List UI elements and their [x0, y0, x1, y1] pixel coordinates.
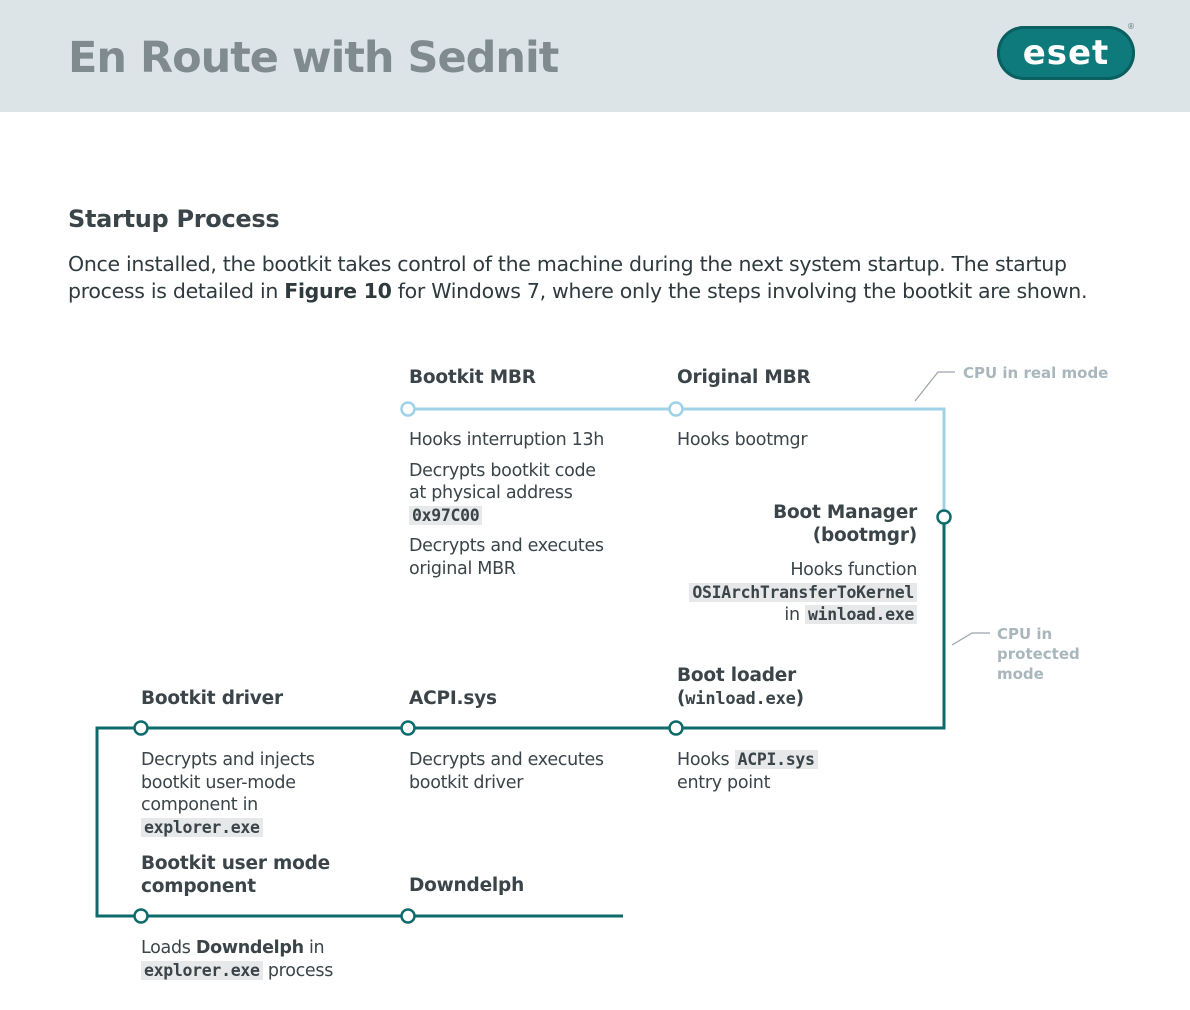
acpi-steps: Decrypts and executes bootkit driver [409, 749, 604, 794]
section-title: Startup Process [68, 205, 280, 233]
header-band: En Route with Sednit eset ® [0, 0, 1190, 112]
bootkit-mbr-step-2-line-2: at physical address [409, 483, 573, 503]
downdelph-label: Downdelph [409, 875, 525, 896]
node-bootkit-mbr [400, 401, 416, 417]
node-original-mbr [668, 401, 684, 417]
bootkit-mbr-step-1: Hooks interruption 13h [409, 430, 605, 450]
boot-loader-step-line-2: entry point [677, 772, 771, 793]
downdelph-bold: Downdelph [195, 938, 304, 958]
bootkit-mbr-step-3-line-2: original MBR [409, 558, 516, 579]
boot-loader-paren-open: ( [677, 688, 686, 709]
physical-address-code: 0x97C00 [409, 505, 483, 525]
acpi-label: ACPI.sys [409, 688, 497, 709]
boot-manager-steps: Hooks function OSIArchTransferToKernel i… [640, 559, 917, 627]
protected-mode-label: CPU in protected mode [997, 624, 1080, 684]
process-text: process [267, 960, 334, 981]
boot-loader-step-line-1: Hooks ACPI.sys [677, 749, 818, 772]
bootkit-mbr-step-2-line-1: Decrypts bootkit code [409, 460, 596, 481]
real-mode-path [408, 407, 946, 517]
boot-manager-label-line-2: (bootmgr) [812, 525, 917, 546]
original-mbr-step: Hooks bootmgr [677, 430, 808, 450]
bootkit-user-mode-label-line-2: component [141, 876, 256, 897]
node-acpi [400, 720, 416, 736]
node-bootkit-user-mode [133, 908, 149, 924]
bootkit-driver-step-line-4: explorer.exe [141, 817, 315, 840]
transfer-function-code: OSIArchTransferToKernel [689, 582, 917, 602]
bootkit-driver-label: Bootkit driver [141, 688, 283, 709]
boot-loader-paren-close: ) [795, 688, 804, 709]
explorer-process-code: explorer.exe [141, 960, 263, 980]
boot-manager-step-line-3: in winload.exe [640, 604, 917, 627]
node-boot-loader [668, 720, 684, 736]
registered-mark: ® [1127, 22, 1135, 31]
real-mode-leader [914, 371, 955, 402]
protected-mode-line-3: mode [997, 665, 1044, 683]
protected-mode-line-2: protected [997, 645, 1080, 663]
bootkit-mbr-steps: Hooks interruption 13h Decrypts bootkit … [409, 429, 649, 588]
bootkit-user-mode-steps: Loads Downdelph in explorer.exe process [141, 937, 333, 982]
intro-paragraph: Once installed, the bootkit takes contro… [68, 251, 1138, 305]
boot-manager-step-in: in [784, 605, 800, 625]
protected-mode-line-1: CPU in [997, 625, 1053, 643]
loads-text: Loads [141, 938, 191, 958]
boot-loader-label-code: winload.exe [685, 689, 796, 709]
acpi-step-line-2: bootkit driver [409, 772, 524, 793]
bootkit-driver-step-line-1: Decrypts and injects [141, 750, 315, 770]
protected-mode-path [95, 517, 946, 918]
node-bootkit-driver [133, 720, 149, 736]
explorer-code: explorer.exe [141, 817, 263, 837]
boot-loader-label: Boot loader (winload.exe) [677, 664, 804, 711]
bootkit-user-mode-label-line-1: Bootkit user mode [141, 853, 330, 874]
bootkit-driver-steps: Decrypts and injects bootkit user-mode c… [141, 749, 315, 839]
bootkit-user-mode-step-line-1: Loads Downdelph in [141, 937, 333, 960]
boot-loader-label-line-1: Boot loader [677, 665, 797, 686]
bootkit-user-mode-step-line-2: explorer.exe process [141, 960, 333, 983]
protected-mode-leader [951, 632, 990, 646]
boot-manager-step-line-2: OSIArchTransferToKernel [640, 582, 917, 605]
boot-manager-label-line-1: Boot Manager [773, 502, 917, 523]
bootkit-user-mode-label: Bootkit user mode component [141, 852, 330, 898]
boot-loader-steps: Hooks ACPI.sys entry point [677, 749, 818, 794]
winload-code: winload.exe [805, 605, 917, 624]
real-mode-label: CPU in real mode [963, 364, 1109, 382]
acpi-step-line-1: Decrypts and executes [409, 750, 604, 770]
logo-text: eset [1022, 33, 1110, 73]
node-boot-manager [936, 509, 952, 525]
original-mbr-label: Original MBR [677, 367, 811, 388]
boot-loader-label-line-2: (winload.exe) [677, 687, 804, 711]
bootkit-driver-step-line-2: bootkit user-mode [141, 772, 296, 793]
bootkit-driver-step-line-3: component in [141, 795, 258, 815]
bootkit-mbr-label: Bootkit MBR [409, 367, 536, 388]
in-text: in [309, 938, 325, 958]
document-title: En Route with Sednit [68, 33, 559, 83]
figure-reference: Figure 10 [284, 279, 392, 303]
node-downdelph [400, 908, 416, 924]
intro-text-end: for Windows 7, where only the steps invo… [391, 279, 1088, 303]
eset-logo: eset [997, 26, 1135, 80]
intro-text-start: Once installed, the bootkit takes contro… [68, 252, 1067, 303]
boot-manager-label: Boot Manager (bootmgr) [700, 501, 917, 547]
boot-loader-step-hooks: Hooks [677, 750, 730, 770]
acpi-code: ACPI.sys [734, 750, 818, 769]
bootkit-mbr-step-3-line-1: Decrypts and executes [409, 536, 604, 556]
boot-manager-step-line-1: Hooks function [790, 560, 917, 580]
